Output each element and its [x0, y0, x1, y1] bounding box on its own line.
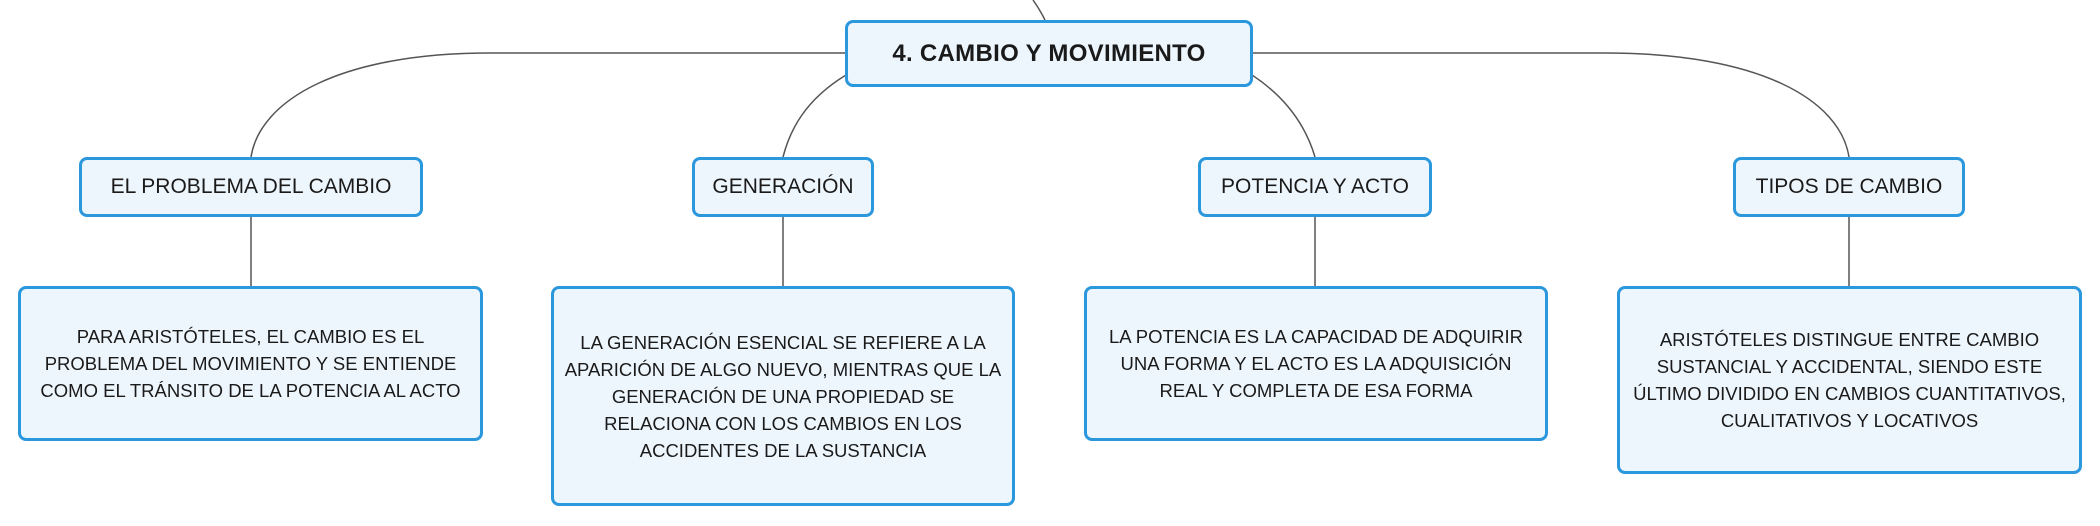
connector-root-to-topic-4	[1253, 52, 1850, 158]
topic-node-label: EL PROBLEMA DEL CAMBIO	[110, 175, 392, 198]
topic-node-generacion[interactable]: GENERACIÓN	[692, 157, 874, 217]
topic-node-tipos-de-cambio[interactable]: TIPOS DE CAMBIO	[1733, 157, 1965, 217]
topic-node-label: TIPOS DE CAMBIO	[1755, 175, 1943, 198]
description-text: LA POTENCIA ES LA CAPACIDAD DE ADQUIRIR …	[1109, 326, 1523, 401]
topic-node-label: GENERACIÓN	[712, 175, 854, 198]
topic-node-potencia-y-acto[interactable]: POTENCIA Y ACTO	[1198, 157, 1432, 217]
description-text: LA GENERACIÓN ESENCIAL SE REFIERE A LA A…	[564, 331, 1002, 461]
connector-root-to-topic-2	[782, 74, 847, 158]
connector-root-to-topic-3	[1251, 74, 1316, 158]
description-node-tipos-de-cambio[interactable]: ARISTÓTELES DISTINGUE ENTRE CAMBIO SUSTA…	[1617, 286, 2082, 474]
description-node-potencia-y-acto[interactable]: LA POTENCIA ES LA CAPACIDAD DE ADQUIRIR …	[1084, 286, 1548, 441]
description-node-generacion[interactable]: LA GENERACIÓN ESENCIAL SE REFIERE A LA A…	[551, 286, 1015, 506]
root-node-label: 4. CAMBIO Y MOVIMIENTO	[892, 39, 1206, 67]
description-text: PARA ARISTÓTELES, EL CAMBIO ES EL PROBLE…	[40, 326, 461, 401]
topic-node-label: POTENCIA Y ACTO	[1221, 175, 1409, 198]
description-node-problema-del-cambio[interactable]: PARA ARISTÓTELES, EL CAMBIO ES EL PROBLE…	[18, 286, 483, 441]
connector-root-to-topic-1	[250, 52, 845, 158]
topic-node-problema-del-cambio[interactable]: EL PROBLEMA DEL CAMBIO	[79, 157, 423, 217]
root-node[interactable]: 4. CAMBIO Y MOVIMIENTO	[845, 20, 1253, 87]
connector-parent-to-root	[1032, 0, 1046, 21]
description-text: ARISTÓTELES DISTINGUE ENTRE CAMBIO SUSTA…	[1633, 329, 2066, 431]
